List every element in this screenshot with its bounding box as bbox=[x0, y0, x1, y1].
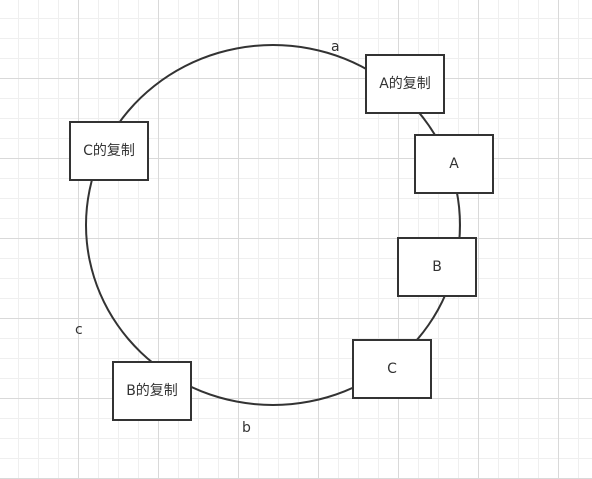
node-c-replica[interactable]: C的复制 bbox=[69, 121, 149, 181]
node-c-replica-label: C的复制 bbox=[83, 142, 135, 159]
hash-ring bbox=[85, 44, 461, 406]
node-b-replica-label: B的复制 bbox=[126, 382, 178, 399]
node-a-replica[interactable]: A的复制 bbox=[365, 54, 445, 114]
ring-point-b-label: b bbox=[242, 420, 251, 436]
node-b[interactable]: B bbox=[397, 237, 477, 297]
node-a-replica-label: A的复制 bbox=[379, 75, 431, 92]
node-c-label: C bbox=[387, 360, 397, 377]
ring-point-c-label: c bbox=[75, 322, 83, 338]
ring-point-a-label: a bbox=[331, 39, 340, 55]
node-a[interactable]: A bbox=[414, 134, 494, 194]
node-a-label: A bbox=[449, 155, 459, 172]
node-c[interactable]: C bbox=[352, 339, 432, 399]
node-b-label: B bbox=[432, 258, 442, 275]
node-b-replica[interactable]: B的复制 bbox=[112, 361, 192, 421]
